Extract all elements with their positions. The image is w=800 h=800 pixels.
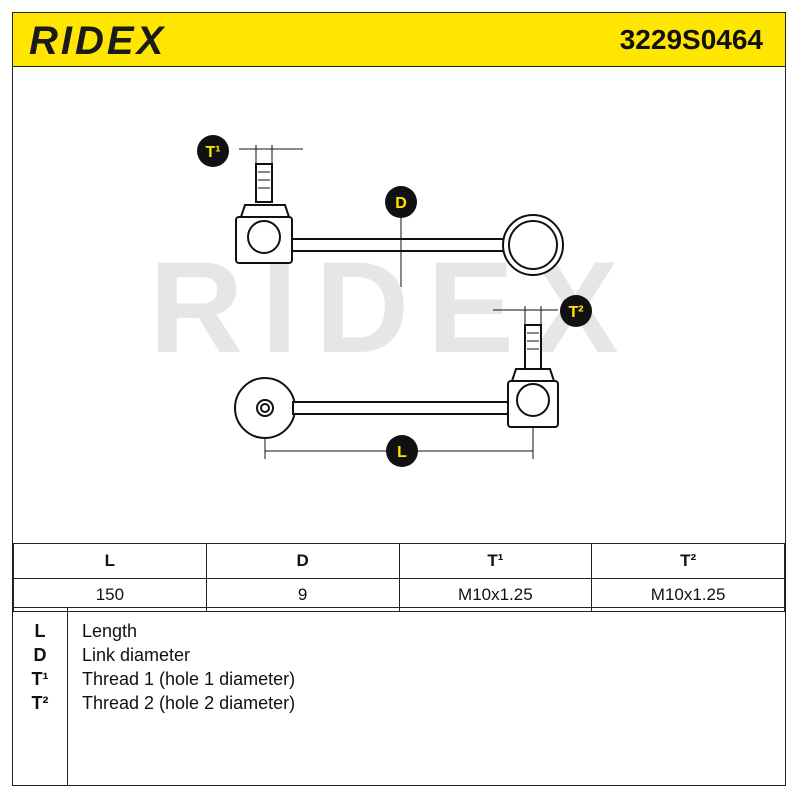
specs-header-l: L — [13, 543, 207, 579]
t2-dimension — [493, 306, 558, 325]
l-label: L — [397, 444, 407, 461]
d-label-bubble — [385, 186, 417, 218]
t1-label: T¹ — [205, 144, 220, 161]
upper-stud — [255, 163, 273, 203]
legend-text: Thread 1 (hole 1 diameter) — [82, 669, 296, 689]
specs-value-row: 150 9 M10x1.25 M10x1.25 — [13, 578, 785, 612]
upper-eye-inner — [508, 220, 558, 270]
lower-link — [234, 324, 559, 439]
ridex-logo: RIDEX — [29, 19, 167, 63]
lower-stud — [524, 324, 542, 370]
legend-key: T¹ — [31, 669, 49, 689]
d-label: D — [395, 195, 407, 212]
specs-header-t2: T² — [591, 543, 785, 579]
legend: L Length D Link diameter T¹ Thread 1 (ho… — [13, 607, 785, 785]
specs-table: L D T¹ T² 150 9 M10x1.25 M10x1.25 — [13, 543, 785, 612]
t2-label-bubble — [560, 295, 592, 327]
technical-drawing: RIDEX T¹ — [13, 67, 785, 543]
t1-dimension — [239, 145, 303, 164]
legend-text: Thread 2 (hole 2 diameter) — [82, 693, 296, 713]
specs-value-t1: M10x1.25 — [398, 578, 593, 612]
legend-item: L Length — [13, 619, 785, 643]
legend-text: Length — [82, 621, 138, 641]
legend-item: D Link diameter — [13, 643, 785, 667]
specs-header-t1: T¹ — [398, 543, 593, 579]
legend-item: T² Thread 2 (hole 2 diameter) — [13, 691, 785, 715]
legend-key: D — [33, 645, 47, 665]
lower-eye-core — [260, 403, 270, 413]
lower-rod — [292, 401, 509, 415]
legend-key: L — [34, 621, 46, 641]
specs-header-d: D — [205, 543, 400, 579]
upper-rod — [291, 238, 515, 252]
part-number: 3229S0464 — [619, 24, 763, 55]
l-label-bubble — [386, 435, 418, 467]
t1-label-bubble — [197, 135, 229, 167]
t2-label: T² — [568, 304, 583, 321]
upper-link — [235, 163, 564, 276]
upper-ball — [247, 220, 281, 254]
sheet-frame — [12, 12, 786, 786]
legend-item: T¹ Thread 1 (hole 1 diameter) — [13, 667, 785, 691]
drawing-svg: RIDEX T¹ — [149, 135, 619, 467]
legend-text: Link diameter — [82, 645, 191, 665]
header-bar: RIDEX 3229S0464 — [13, 13, 785, 67]
specs-value-t2: M10x1.25 — [591, 578, 785, 612]
legend-key: T² — [31, 693, 49, 713]
upper-nut — [239, 204, 291, 218]
legend-divider — [67, 608, 68, 785]
specs-value-l: 150 — [13, 578, 207, 612]
specs-header-row: L D T¹ T² — [13, 543, 785, 579]
specs-value-d: 9 — [205, 578, 400, 612]
lower-ball — [516, 383, 550, 417]
lower-nut — [510, 368, 556, 382]
